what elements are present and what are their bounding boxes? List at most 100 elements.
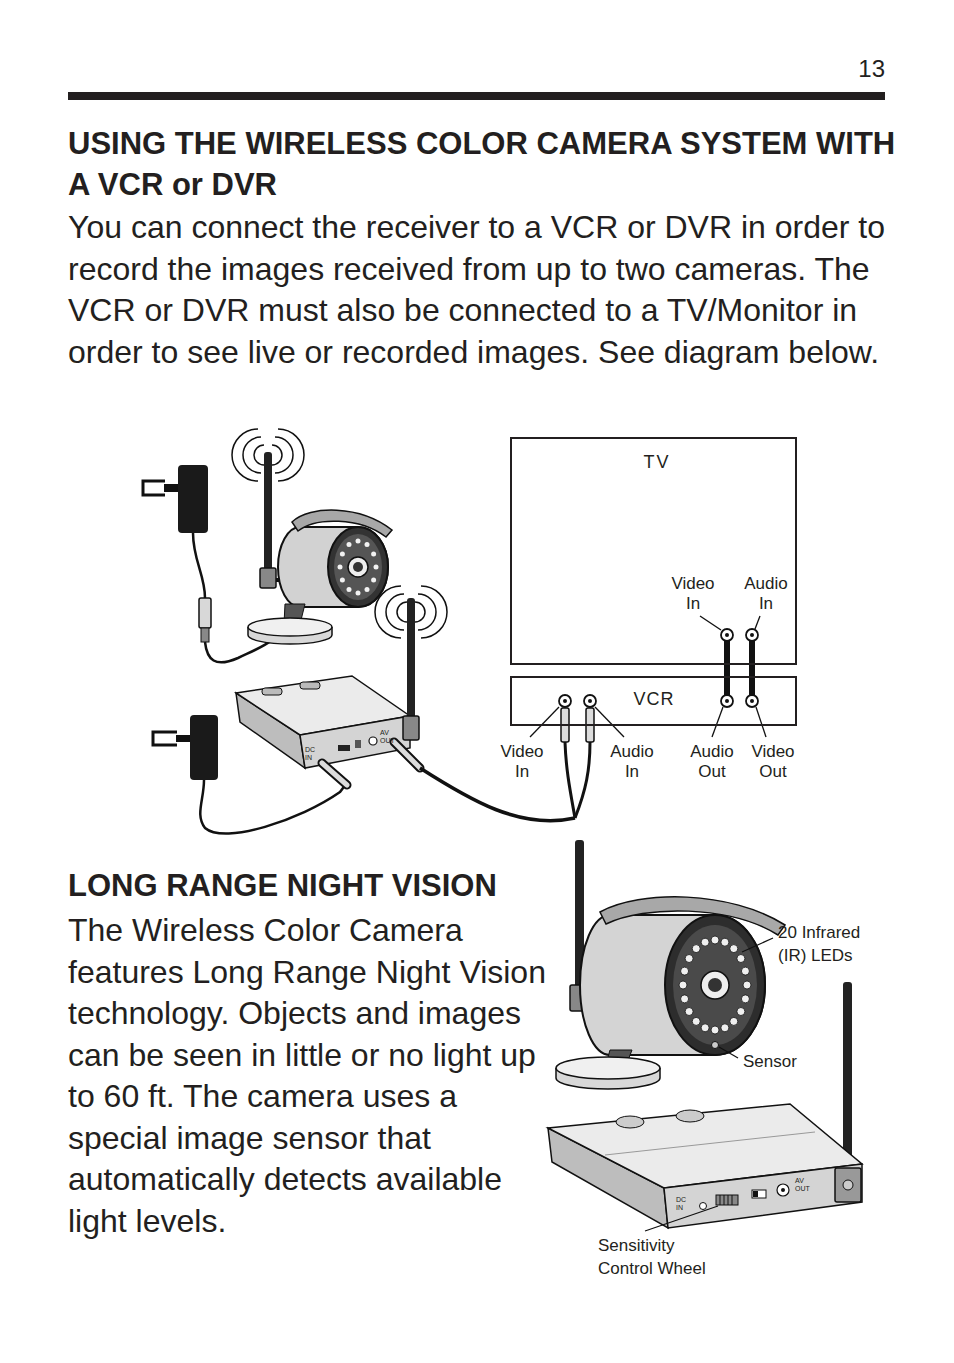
camera <box>730 945 738 953</box>
camera <box>248 618 332 636</box>
power-adapter <box>176 735 191 742</box>
leader-line <box>719 1047 738 1058</box>
port-label: DC IN <box>305 746 315 762</box>
camera <box>348 557 368 577</box>
vcr-box: VCRVideo InAudio InAudio OutVideo Out <box>510 676 797 726</box>
receiver <box>338 745 350 751</box>
receiver <box>716 1195 738 1205</box>
receiver <box>781 1188 785 1192</box>
receiver <box>375 586 401 638</box>
power-adapter <box>322 763 347 785</box>
device-label: VCR <box>633 688 674 710</box>
port-label: Audio In <box>610 742 653 782</box>
av-port <box>746 629 758 641</box>
receiver <box>843 982 852 1174</box>
camera <box>701 938 709 946</box>
av-port <box>725 633 729 637</box>
av-port <box>584 695 596 707</box>
receiver <box>355 740 361 748</box>
av-cable <box>724 665 730 676</box>
av-port <box>746 695 758 707</box>
receiver <box>300 682 320 689</box>
port-label: Video Out <box>751 742 794 782</box>
power-adapter <box>153 715 347 834</box>
camera <box>712 1042 719 1049</box>
page-number: 13 <box>858 55 885 83</box>
camera <box>275 437 293 473</box>
av-cable <box>575 742 590 818</box>
receiver <box>236 586 447 768</box>
av-port <box>749 641 755 665</box>
receiver <box>262 688 282 695</box>
power-adapter <box>193 533 205 598</box>
camera <box>356 591 361 596</box>
av-cable <box>394 742 420 768</box>
camera <box>580 915 765 1055</box>
body-text: You can connect the receiver to a VCR or… <box>68 207 913 373</box>
camera <box>741 995 749 1003</box>
receiver <box>548 982 862 1228</box>
camera <box>338 539 379 596</box>
camera <box>347 542 352 547</box>
camera <box>334 534 382 600</box>
camera <box>278 429 304 481</box>
camera <box>264 452 272 572</box>
camera <box>347 587 352 592</box>
leader-line <box>742 938 773 952</box>
camera <box>708 978 722 992</box>
camera <box>232 429 392 644</box>
camera <box>721 1024 729 1032</box>
camera <box>692 945 700 953</box>
camera <box>685 955 693 963</box>
camera <box>328 527 388 607</box>
camera <box>701 1024 709 1032</box>
camera <box>340 578 345 583</box>
camera <box>556 1057 660 1079</box>
receiver <box>616 1116 644 1128</box>
camera <box>711 1026 719 1034</box>
tv-box: TVVideo InAudio In <box>510 437 797 665</box>
camera <box>254 445 264 465</box>
power-adapter <box>178 465 208 533</box>
camera <box>371 552 376 557</box>
leader-line <box>756 707 766 737</box>
callout-label: 20 Infrared (IR) LEDs <box>778 921 888 967</box>
av-port <box>725 699 729 703</box>
port-label: Audio Out <box>690 742 733 782</box>
camera <box>340 552 345 557</box>
camera <box>353 562 363 572</box>
power-adapter <box>200 780 346 834</box>
camera <box>679 936 751 1034</box>
camera <box>711 936 719 944</box>
power-adapter <box>322 763 347 785</box>
av-port <box>588 699 592 703</box>
receiver <box>300 716 410 768</box>
camera <box>243 437 261 473</box>
receiver <box>843 1180 853 1190</box>
leader-line <box>700 616 721 630</box>
device-label: TV <box>643 451 670 473</box>
av-port <box>750 633 754 637</box>
receiver <box>397 602 407 622</box>
leader-line <box>712 707 723 737</box>
receiver <box>700 1203 707 1210</box>
receiver <box>753 1191 758 1197</box>
page-heading: USING THE WIRELESS COLOR CAMERA SYSTEM W… <box>68 123 913 205</box>
header-rule <box>68 92 885 100</box>
leader-line <box>645 938 773 1231</box>
receiver <box>407 598 415 723</box>
av-cable <box>394 742 420 768</box>
camera <box>741 967 749 975</box>
av-cable <box>749 665 755 676</box>
leader-line <box>530 707 559 737</box>
camera <box>743 981 751 989</box>
camera <box>685 1008 693 1016</box>
camera <box>701 971 729 999</box>
camera <box>721 938 729 946</box>
receiver <box>415 602 425 622</box>
receiver <box>752 1190 766 1198</box>
receiver <box>720 1195 732 1205</box>
section-heading: LONG RANGE NIGHT VISION <box>68 866 548 906</box>
